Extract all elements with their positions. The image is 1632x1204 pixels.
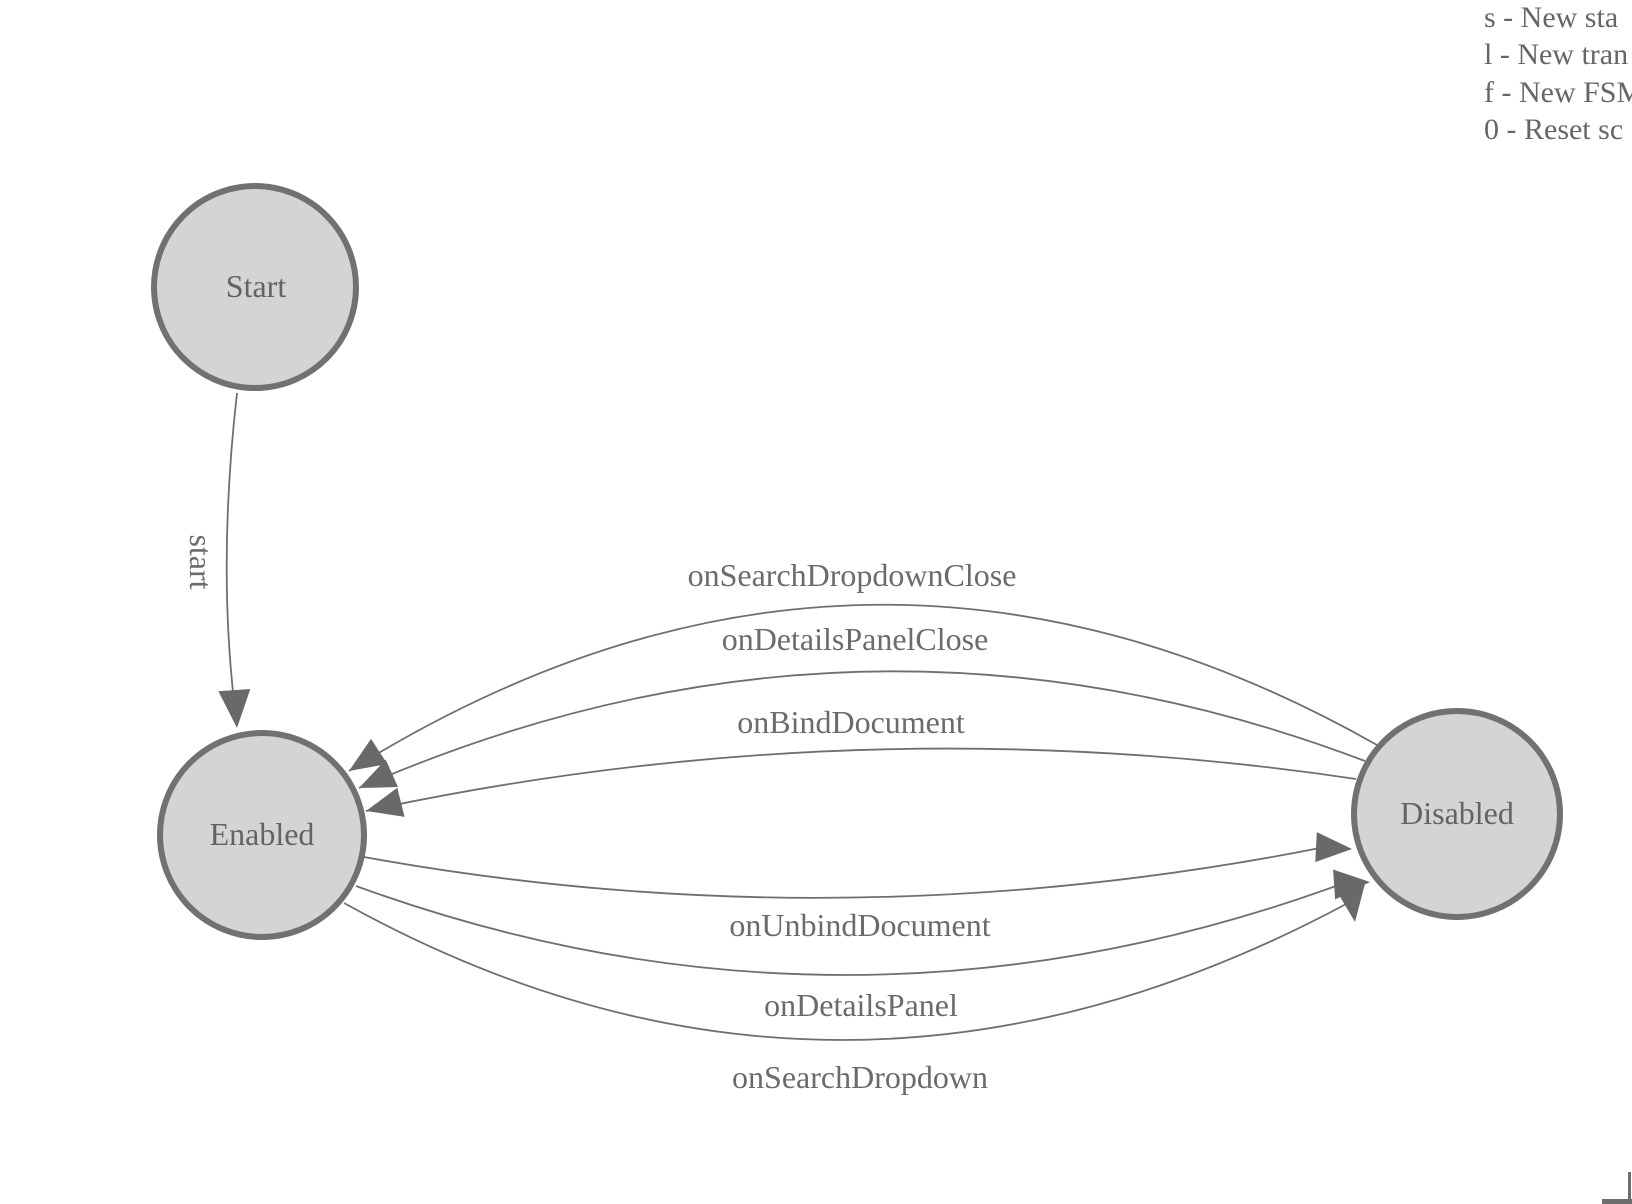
corner-fragment-vertical (1628, 1172, 1631, 1204)
edge-onUnbindDocument[interactable] (363, 847, 1321, 899)
edge-label-onUnbindDocument: onUnbindDocument (729, 907, 990, 943)
arrowhead-onSearchDropdownClose (349, 738, 388, 771)
state-node-enabled[interactable] (157, 730, 367, 940)
edge-start[interactable] (225, 392, 238, 702)
corner-fragment-horizontal (1602, 1199, 1632, 1204)
edge-label-onDetailsPanel: onDetailsPanel (764, 987, 958, 1023)
legend-line-reset: 0 - Reset sc (1484, 113, 1623, 146)
corner-widget-fragment (1602, 1172, 1632, 1204)
arrowhead-onSearchDropdown (1335, 884, 1365, 922)
state-node-start[interactable] (151, 183, 359, 391)
shortcut-legend: s - New sta l - New tran f - New FSM 0 -… (1484, 1, 1632, 146)
edge-onDetailsPanelClose[interactable] (358, 670, 1366, 789)
state-label-enabled: Enabled (210, 816, 315, 852)
legend-line-new-state: s - New sta (1484, 1, 1618, 34)
arrowhead-start (218, 688, 251, 728)
state-node-disabled[interactable] (1351, 708, 1563, 920)
legend-line-new-fsm: f - New FSM (1484, 76, 1632, 109)
state-label-disabled: Disabled (1400, 795, 1514, 831)
arrowhead-onBindDocument (366, 787, 405, 817)
edge-label-onBindDocument: onBindDocument (737, 704, 965, 740)
edge-onSearchDropdownClose[interactable] (348, 603, 1378, 772)
edge-onBindDocument[interactable] (365, 747, 1357, 812)
edge-label-onSearchDropdownClose: onSearchDropdownClose (688, 557, 1017, 593)
arrowhead-onUnbindDocument (1315, 832, 1352, 863)
legend-line-new-transition: l - New tran (1484, 38, 1628, 71)
edge-label-onSearchDropdown: onSearchDropdown (732, 1059, 988, 1095)
edge-onSearchDropdown[interactable] (343, 902, 1349, 1041)
edge-label-onDetailsPanelClose: onDetailsPanelClose (722, 621, 989, 657)
state-label-start: Start (226, 268, 287, 304)
edge-label-start: start (183, 534, 219, 589)
edge-onDetailsPanel[interactable] (355, 885, 1337, 976)
arrowhead-onDetailsPanelClose (359, 759, 398, 788)
